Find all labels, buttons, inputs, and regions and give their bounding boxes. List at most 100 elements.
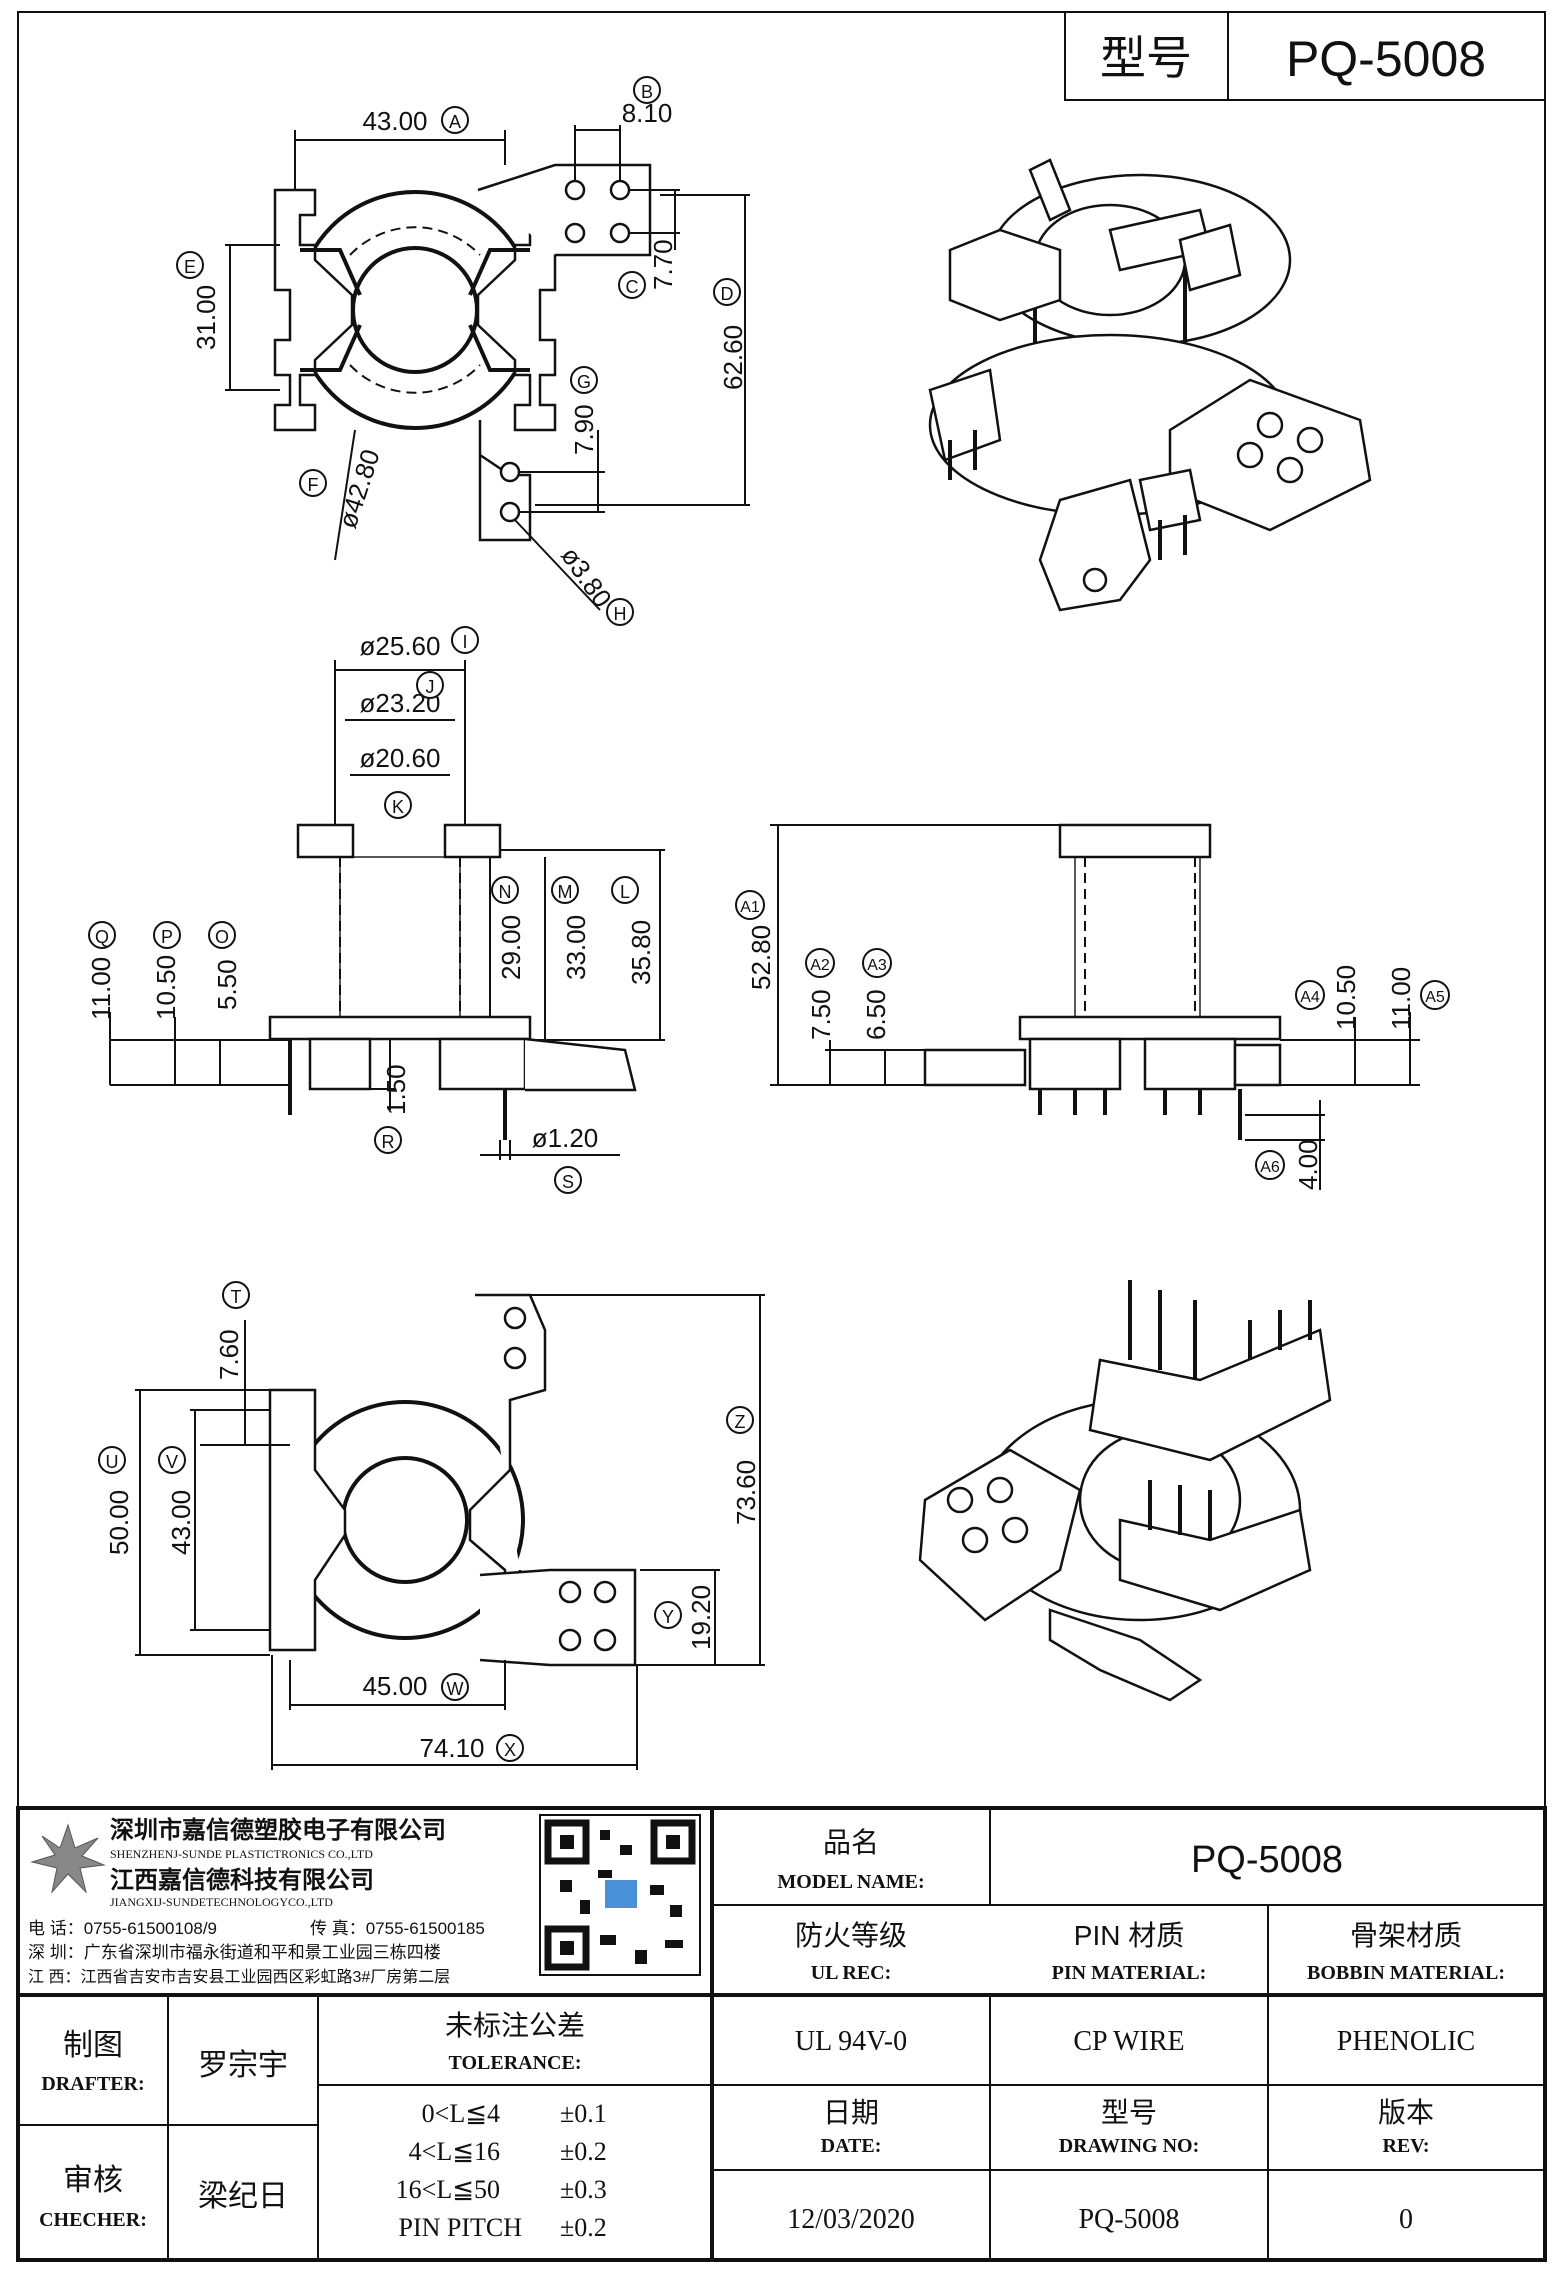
rev-en: REV: xyxy=(1382,2135,1429,2157)
pin-value: CP WIRE xyxy=(1073,2026,1184,2057)
label-a3: A3 xyxy=(867,957,887,974)
label-y-badge: Y xyxy=(654,1601,682,1629)
dim-d: 62.60 xyxy=(718,325,748,390)
label-l: L xyxy=(620,882,630,902)
label-b-badge: B xyxy=(633,76,661,104)
drawing-value: PQ-5008 xyxy=(1078,2204,1179,2235)
dim-u: 50.00 xyxy=(104,1490,134,1555)
label-a1-badge: A1 xyxy=(735,890,765,920)
tolerance-value-2: ±0.2 xyxy=(560,2137,607,2166)
dim-a1: 52.80 xyxy=(746,925,776,990)
label-r: R xyxy=(382,1132,395,1152)
label-k: K xyxy=(392,797,404,817)
checker-name: 梁纪日 xyxy=(198,2180,288,2213)
label-i-badge: I xyxy=(451,626,479,654)
dim-e: 31.00 xyxy=(191,285,221,350)
label-j: J xyxy=(426,677,435,697)
ul-value: UL 94V-0 xyxy=(795,2026,907,2057)
dim-i: ø25.60 xyxy=(360,631,441,661)
dim-h: ø3.80 xyxy=(555,541,618,613)
tolerance-range-3: 16<L≦50 xyxy=(396,2175,500,2204)
bobbin-en: BOBBIN MATERIAL: xyxy=(1307,1962,1505,1984)
company-addr-jx: 江 西：江西省吉安市吉安县工业园西区彩虹路3#厂房第二层 xyxy=(28,1968,450,1986)
label-s: S xyxy=(562,1172,574,1192)
drafter-name: 罗宗宇 xyxy=(198,2049,288,2082)
label-a-badge: A xyxy=(441,106,469,134)
ul-cn: 防火等级 xyxy=(795,1920,907,1951)
dim-a2: 7.50 xyxy=(806,989,836,1040)
label-u: U xyxy=(106,1452,119,1472)
company-name-sz: 深圳市嘉信德塑胶电子有限公司 xyxy=(110,1816,446,1844)
dim-o: 5.50 xyxy=(212,959,242,1010)
dim-p: 10.50 xyxy=(151,955,181,1020)
dim-a5: 11.00 xyxy=(1386,967,1416,1030)
dim-f: ø42.80 xyxy=(332,446,386,532)
tolerance-en: TOLERANCE: xyxy=(449,2052,582,2074)
company-name-jx: 江西嘉信德科技有限公司 xyxy=(110,1866,374,1894)
label-x: X xyxy=(504,1740,516,1760)
dim-q: 11.00 xyxy=(86,957,116,1020)
label-y: Y xyxy=(662,1607,674,1627)
label-q: Q xyxy=(95,927,109,947)
drafter-en: DRAFTER: xyxy=(41,2073,144,2095)
dim-z: 73.60 xyxy=(731,1460,761,1525)
dim-m: 33.00 xyxy=(561,915,591,980)
company-logo xyxy=(30,1823,106,1894)
dim-a: 43.00 xyxy=(362,106,427,136)
label-a5-badge: A5 xyxy=(1420,980,1450,1010)
label-v: V xyxy=(166,1452,178,1472)
dim-k: ø20.60 xyxy=(360,743,441,773)
checker-en: CHECHER: xyxy=(39,2209,147,2231)
date-en: DATE: xyxy=(821,2135,882,2157)
model-name-value: PQ-5008 xyxy=(1191,1839,1343,1881)
label-f-badge: F xyxy=(299,469,327,497)
side-view: ø25.60 I ø23.20 J ø20.60 K 35.80 L 33.00… xyxy=(86,626,665,1194)
dim-c: 7.70 xyxy=(648,239,678,290)
label-t-badge: T xyxy=(222,1281,250,1309)
label-e: E xyxy=(184,257,196,277)
title-block: 深圳市嘉信德塑胶电子有限公司 SHENZHENJ-SUNDE PLASTICTR… xyxy=(16,1806,1547,2262)
company-name-jx-en: JIANGXIJ-SUNDETECHNOLOGYCO.,LTD xyxy=(110,1895,333,1909)
dim-a6: 4.00 xyxy=(1293,1139,1323,1190)
model-name-en: MODEL NAME: xyxy=(777,1871,924,1893)
rev-value: 0 xyxy=(1399,2204,1413,2235)
company-tel: 电 话：0755-61500108/9 xyxy=(28,1919,217,1938)
tolerance-range-2: 4<L≦16 xyxy=(409,2137,500,2166)
label-n-badge: N xyxy=(491,876,519,904)
checker-cn: 审核 xyxy=(63,2164,123,2197)
dim-s: ø1.20 xyxy=(532,1123,599,1153)
label-m: M xyxy=(558,882,573,902)
dim-a4: 10.50 xyxy=(1331,965,1361,1030)
label-t: T xyxy=(231,1287,242,1307)
label-w: W xyxy=(447,1679,464,1699)
label-m-badge: M xyxy=(551,876,579,904)
tolerance-cn: 未标注公差 xyxy=(445,2010,585,2041)
sheet-border xyxy=(17,11,1546,2261)
label-z-badge: Z xyxy=(726,1406,754,1434)
qr-code xyxy=(539,1814,701,1976)
label-p-badge: P xyxy=(153,921,181,949)
company-addr-sz: 深 圳：广东省深圳市福永街道和平和景工业园三栋四楼 xyxy=(28,1943,441,1962)
label-a6: A6 xyxy=(1260,1159,1280,1176)
label-i: I xyxy=(462,632,467,652)
label-a5: A5 xyxy=(1425,989,1445,1006)
label-a1: A1 xyxy=(740,899,760,916)
dim-a3: 6.50 xyxy=(861,989,891,1040)
label-c: C xyxy=(626,277,639,297)
label-z: Z xyxy=(735,1412,746,1432)
header-model-label: 型号 xyxy=(1100,32,1192,84)
label-j-badge: J xyxy=(416,671,444,699)
label-c-badge: C xyxy=(618,271,646,299)
dim-v: 43.00 xyxy=(166,1490,196,1555)
front-view: 52.80 A1 7.50 A2 6.50 A3 10.50 A4 11.00 … xyxy=(735,823,1450,1190)
date-value: 12/03/2020 xyxy=(787,2204,915,2235)
core-hole xyxy=(351,246,479,374)
label-a6-badge: A6 xyxy=(1255,1150,1285,1180)
header-model-value: PQ-5008 xyxy=(1286,31,1486,87)
drawing-en: DRAWING NO: xyxy=(1059,2135,1200,2157)
tolerance-range-1: 0<L≦4 xyxy=(422,2099,500,2128)
date-cn: 日期 xyxy=(823,2097,879,2128)
top-view: 43.00 A 8.10 B 7.70 C 62.60 D 31.00 E ø4… xyxy=(176,76,750,626)
bobbin-value: PHENOLIC xyxy=(1337,2026,1475,2057)
tolerance-value-4: ±0.2 xyxy=(560,2213,607,2242)
